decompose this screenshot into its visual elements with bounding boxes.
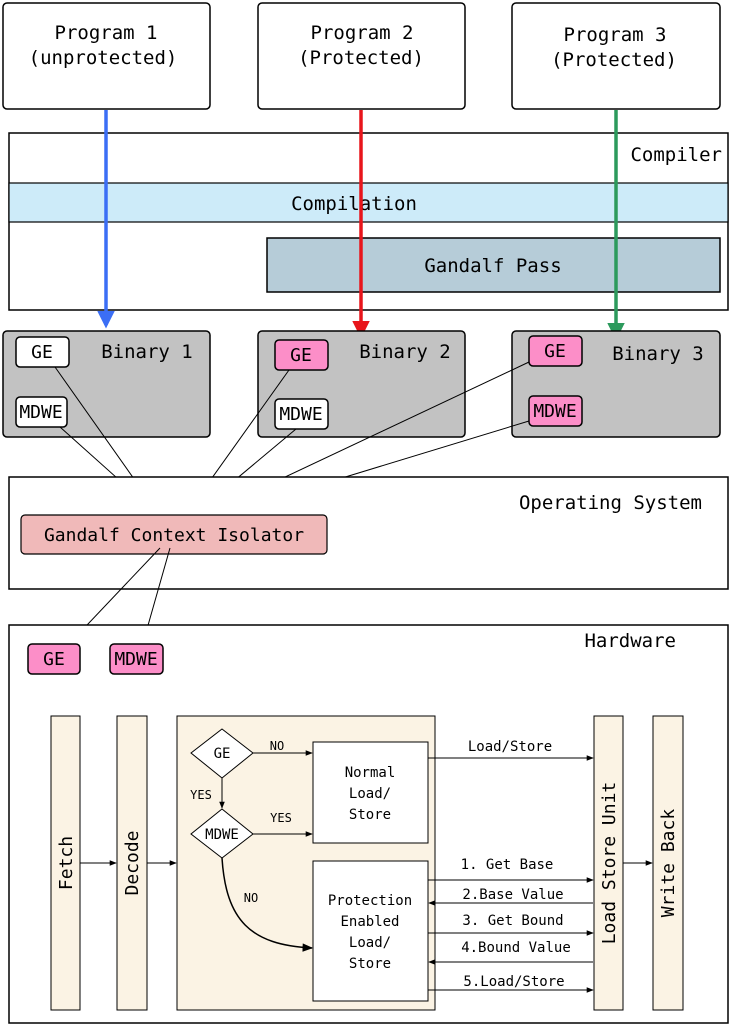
fetch-label: Fetch [56,836,77,890]
gandalf-pass-box [266,237,721,293]
binary-2-ge-label: GE [290,345,312,366]
program-3-box: Program 3 (Protected) [511,2,721,110]
isolator-box [20,514,328,555]
binary-3-ge-label: GE [544,341,566,362]
program-2-subtitle: (Protected) [298,47,424,69]
hardware-title: Hardware [584,630,676,652]
protected-load-store-box [312,860,429,1002]
ge-decision-label: GE [214,746,231,762]
os-box: Operating System Gandalf Context Isolato… [8,476,729,590]
binary-1-mdwe-badge [15,396,68,428]
binary-1-title: Binary 1 [101,341,193,363]
protected-line-3: Load/ [349,935,391,951]
binary-1-ge-badge [15,336,70,368]
binary-3-title: Binary 3 [612,343,704,365]
hardware-mdwe-label: MDWE [114,649,157,670]
protected-line-1: Protection [328,893,412,909]
step-5-label: 5.Load/Store [463,974,564,990]
fetch-stage [50,715,81,1011]
compiler-title: Compiler [630,144,722,166]
binary-2-mdwe-badge [274,398,329,430]
load-store-unit [593,715,624,1011]
decode-label: Decode [122,830,143,895]
binary-3-mdwe-label: MDWE [533,401,576,422]
mdwe-yes-label: YES [270,811,292,825]
binary-1-ge-label: GE [31,342,53,363]
write-back-label: Write Back [658,809,679,918]
hardware-mdwe-badge [109,643,164,675]
compilation-label: Compilation [291,193,417,215]
binary-3-mdwe-badge [528,395,583,427]
hardware-box: Hardware GE MDWE Fetch Decode Load Store… [8,624,729,1024]
decode-stage [116,715,148,1011]
binary-3-box: Binary 3 GE MDWE [511,330,721,438]
os-title: Operating System [519,492,702,514]
ge-no-label: NO [270,739,284,753]
normal-line-3: Store [349,807,391,823]
binary-2-ge-badge [274,339,329,371]
protected-line-2: Enabled [340,914,399,930]
binary-2-box: Binary 2 GE MDWE [257,330,466,438]
step-3-label: 3. Get Bound [462,913,563,929]
compiler-box: Compiler Compilation Gandalf Pass [8,132,729,311]
lsu-label: Load Store Unit [599,782,620,945]
program-1-title: Program 1 [55,22,158,44]
normal-line-1: Normal [345,765,396,781]
program-3-title: Program 3 [564,24,667,46]
program-2-title: Program 2 [311,22,414,44]
program-1-box: Program 1 (unprotected) [2,2,211,110]
program-1-subtitle: (unprotected) [29,47,178,69]
ge-yes-label: YES [190,788,212,802]
binary-3-ge-badge [528,335,583,367]
protected-line-4: Store [349,956,391,972]
binary-2-mdwe-label: MDWE [279,404,322,425]
binary-1-box: Binary 1 GE MDWE [2,330,211,438]
hardware-ge-badge [27,643,81,675]
step-2-label: 2.Base Value [462,887,563,903]
load-store-label: Load/Store [468,739,552,755]
normal-load-store-box [312,741,429,844]
program-3-subtitle: (Protected) [551,49,677,71]
mdwe-decision-label: MDWE [205,827,239,843]
binary-1-mdwe-label: MDWE [19,402,62,423]
binary-2-title: Binary 2 [359,341,451,363]
arrow-mdwe-no [221,857,314,952]
isolator-label: Gandalf Context Isolator [44,525,304,546]
gandalf-pass-label: Gandalf Pass [424,255,561,277]
step-1-label: 1. Get Base [461,857,554,873]
step-4-label: 4.Bound Value [461,940,571,956]
program-2-box: Program 2 (Protected) [257,2,466,110]
hardware-ge-label: GE [43,649,65,670]
write-back-stage [652,715,684,1011]
mdwe-no-label: NO [244,891,258,905]
normal-line-2: Load/ [349,786,391,802]
compilation-band [8,182,729,223]
